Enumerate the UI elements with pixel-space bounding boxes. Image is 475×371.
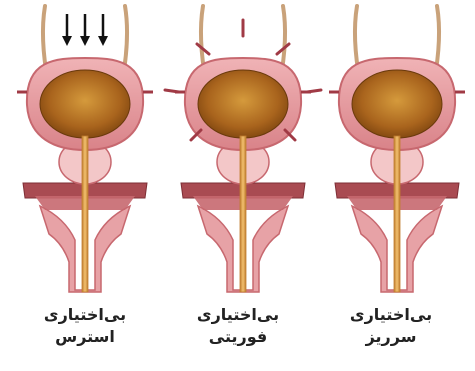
caption-urge-line2: فوریتی [163,326,313,348]
urine-fill [352,70,442,138]
caption-stress-line1: بی‌اختیاری [10,304,160,326]
caption-overflow-incontinence: بی‌اختیاری سرریز [316,304,466,348]
caption-urge-incontinence: بی‌اختیاری فوریتی [163,304,313,348]
bladder-panel-stress [17,6,153,292]
urethra-tube [240,136,246,292]
urine-fill [198,70,288,138]
caption-overflow-line2: سرریز [316,326,466,348]
bladder-panel-urge [165,6,321,292]
down-arrow-icon [80,14,90,46]
urethra-tube [82,136,88,292]
down-arrow-icon [98,14,108,46]
urgency-mark [307,90,321,92]
down-arrow-head [98,36,108,46]
bladder-panel-overflow [329,6,465,292]
urine-fill [40,70,130,138]
urethra-tube [394,136,400,292]
urgency-mark [165,90,179,92]
down-arrow-head [80,36,90,46]
caption-urge-line1: بی‌اختیاری [163,304,313,326]
caption-stress-incontinence: بی‌اختیاری استرس [10,304,160,348]
down-arrow-head [62,36,72,46]
caption-stress-line2: استرس [10,326,160,348]
caption-overflow-line1: بی‌اختیاری [316,304,466,326]
down-arrow-icon [62,14,72,46]
